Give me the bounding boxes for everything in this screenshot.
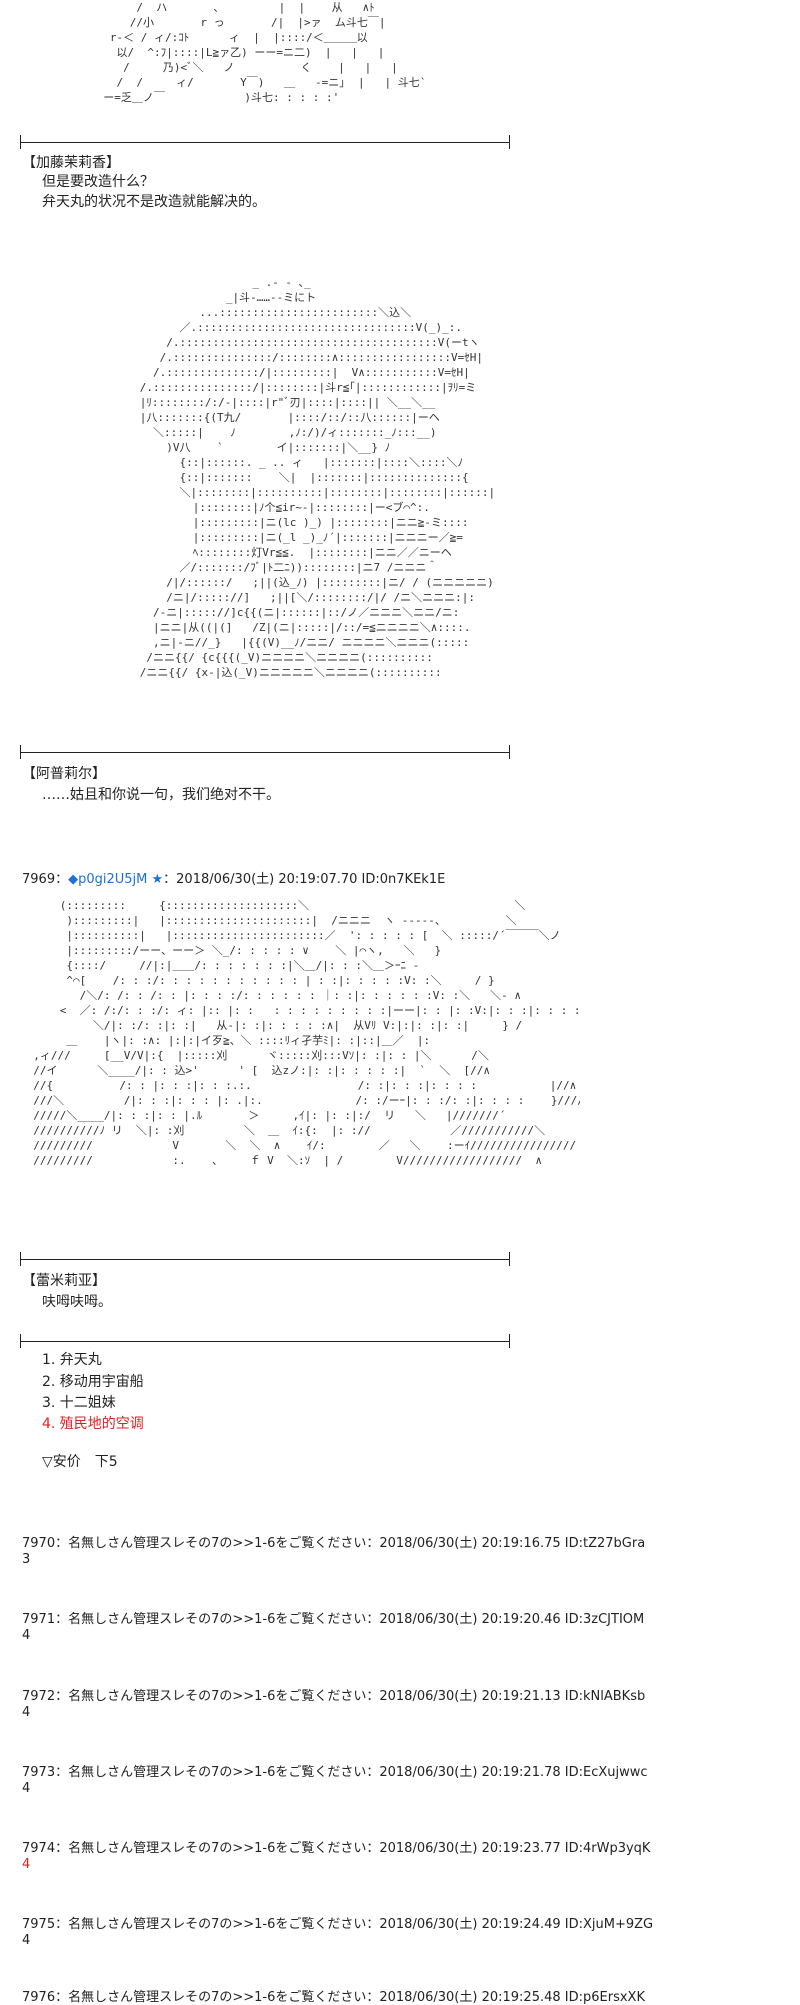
option-item-3: 3. 十二姐妹 <box>42 1395 116 1411</box>
separator <box>20 1252 510 1266</box>
vote-instruction: ▽安价 下5 <box>42 1454 118 1470</box>
trip-code[interactable]: ◆p0gi2U5jM ★ <box>68 872 164 887</box>
separator <box>20 135 510 149</box>
reply-header: 7976：名無しさん管理スレその7の>>1-6をご覧ください：2018/06/3… <box>22 1990 645 2005</box>
post-meta: ：2018/06/30(土) 20:19:07.70 ID:0n7KEk1E <box>163 872 446 887</box>
option-item-1: 1. 弁天丸 <box>42 1352 102 1368</box>
reply-header: 7974：名無しさん管理スレその7の>>1-6をご覧ください：2018/06/3… <box>22 1841 651 1856</box>
dialogue-line: 但是要改造什么？ <box>42 174 154 190</box>
separator <box>20 745 510 759</box>
reply-header: 7971：名無しさん管理スレその7の>>1-6をご覧ください：2018/06/3… <box>22 1612 645 1627</box>
reply-body: 4 <box>22 1781 31 1796</box>
reply-header: 7970：名無しさん管理スレその7の>>1-6をご覧ください：2018/06/3… <box>22 1536 646 1551</box>
dialogue-line: 弁天丸的状况不是改造就能解决的。 <box>42 194 266 210</box>
reply-header: 7972：名無しさん管理スレその7の>>1-6をご覧ください：2018/06/3… <box>22 1689 646 1704</box>
speaker-name: 【阿普莉尔】 <box>22 766 106 782</box>
dialogue-line: ……姑且和你说一句，我们绝对不干。 <box>42 787 280 803</box>
reply-body: 4 <box>22 1705 31 1720</box>
separator <box>20 1334 510 1348</box>
post-number: 7969： <box>22 872 69 887</box>
option-item-2: 2. 移动用宇宙船 <box>42 1374 144 1390</box>
reply-body: 3 <box>22 1552 31 1567</box>
speaker-name: 【加藤茉莉香】 <box>22 155 120 171</box>
ascii-art-top: / ハ ､ | | 从 ∧ﾄ //小 r っ /| |>ァ ム斗七￣| r-＜ … <box>103 1 427 104</box>
speaker-name: 【蕾米莉亚】 <box>22 1273 106 1289</box>
reply-body: 4 <box>22 1933 31 1948</box>
dialogue-line: 呋呣呋呣。 <box>42 1294 112 1310</box>
ascii-art-character-2: _ .- ‐ ､_ _|斗-……--ミにト ...:::::::::::::::… <box>139 276 496 679</box>
reply-body: 4 <box>22 1857 31 1872</box>
post-header: 7969：◆p0gi2U5jM ★：2018/06/30(土) 20:19:07… <box>22 868 445 887</box>
ascii-art-character-3: (::::::::: {::::::::::::::::::::＼ ＼ ):::… <box>33 899 580 1167</box>
reply-header: 7975：名無しさん管理スレその7の>>1-6をご覧ください：2018/06/3… <box>22 1917 654 1932</box>
option-item-4: 4. 殖民地的空调 <box>42 1416 144 1432</box>
reply-header: 7973：名無しさん管理スレその7の>>1-6をご覧ください：2018/06/3… <box>22 1765 648 1780</box>
reply-body: 4 <box>22 1628 31 1643</box>
